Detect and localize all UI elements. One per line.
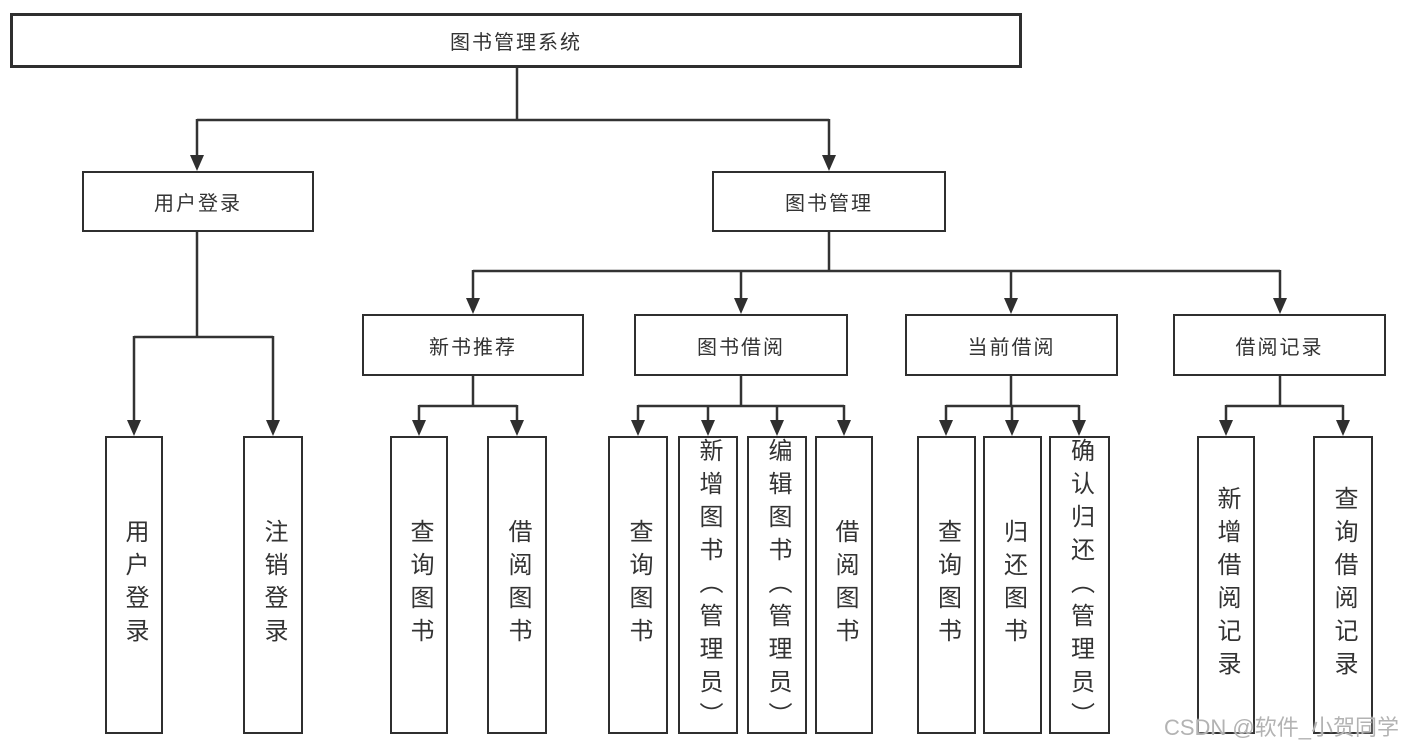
leaf-query-books-recommend: 查询图书 bbox=[390, 436, 448, 734]
leaf-query-borrow-record: 查询借阅记录 bbox=[1313, 436, 1373, 734]
leaf-query-books-borrow: 查询图书 bbox=[608, 436, 668, 734]
leaf-borrow-books-recommend-label: 借阅图书 bbox=[504, 519, 531, 651]
leaf-edit-book-admin: 编辑图书（管理员） bbox=[747, 436, 807, 735]
leaf-add-borrow-record-label: 新增借阅记录 bbox=[1213, 486, 1240, 684]
leaf-query-borrow-record-label: 查询借阅记录 bbox=[1330, 486, 1357, 684]
leaf-add-book-admin-label: 新增图书（管理员） bbox=[695, 438, 722, 735]
leaf-query-books-recommend-label: 查询图书 bbox=[406, 519, 433, 651]
leaf-logout: 注销登录 bbox=[243, 436, 303, 734]
leaf-query-books-current-label: 查询图书 bbox=[933, 519, 961, 651]
node-library-system: 图书管理系统 bbox=[10, 13, 1022, 68]
leaf-user-login-label: 用户登录 bbox=[121, 519, 148, 651]
leaf-edit-book-admin-label: 编辑图书（管理员） bbox=[764, 438, 791, 735]
node-book-management-label: 图书管理 bbox=[785, 193, 873, 215]
leaf-confirm-return-admin-label: 确认归还（管理员） bbox=[1066, 438, 1094, 735]
leaf-borrow-books: 借阅图书 bbox=[815, 436, 873, 734]
leaf-confirm-return-admin: 确认归还（管理员） bbox=[1049, 436, 1110, 735]
node-user-login-label: 用户登录 bbox=[154, 193, 242, 215]
node-book-borrow-label: 图书借阅 bbox=[697, 336, 785, 359]
leaf-borrow-books-label: 借阅图书 bbox=[831, 519, 858, 651]
leaf-logout-label: 注销登录 bbox=[260, 519, 287, 651]
node-new-book-recommend: 新书推荐 bbox=[362, 314, 584, 376]
leaf-add-borrow-record: 新增借阅记录 bbox=[1197, 436, 1255, 734]
leaf-query-books-borrow-label: 查询图书 bbox=[625, 519, 652, 651]
csdn-watermark: CSDN @软件_小贺同学 bbox=[1163, 715, 1399, 740]
leaf-query-books-current: 查询图书 bbox=[917, 436, 976, 734]
node-borrow-records: 借阅记录 bbox=[1173, 314, 1386, 376]
leaf-add-book-admin: 新增图书（管理员） bbox=[678, 436, 738, 735]
arrow-down-icons bbox=[127, 155, 1350, 436]
leaf-user-login: 用户登录 bbox=[105, 436, 163, 734]
node-book-management: 图书管理 bbox=[712, 171, 946, 232]
node-book-borrow: 图书借阅 bbox=[634, 314, 848, 376]
leaf-return-book-label: 归还图书 bbox=[999, 519, 1027, 651]
node-current-borrow-label: 当前借阅 bbox=[967, 336, 1056, 359]
leaf-borrow-books-recommend: 借阅图书 bbox=[487, 436, 547, 734]
leaf-return-book: 归还图书 bbox=[983, 436, 1042, 734]
node-user-login: 用户登录 bbox=[82, 171, 314, 232]
node-borrow-records-label: 借阅记录 bbox=[1235, 336, 1324, 359]
node-new-book-recommend-label: 新书推荐 bbox=[429, 336, 517, 359]
node-library-system-label: 图书管理系统 bbox=[450, 32, 582, 54]
node-current-borrow: 当前借阅 bbox=[905, 314, 1118, 376]
